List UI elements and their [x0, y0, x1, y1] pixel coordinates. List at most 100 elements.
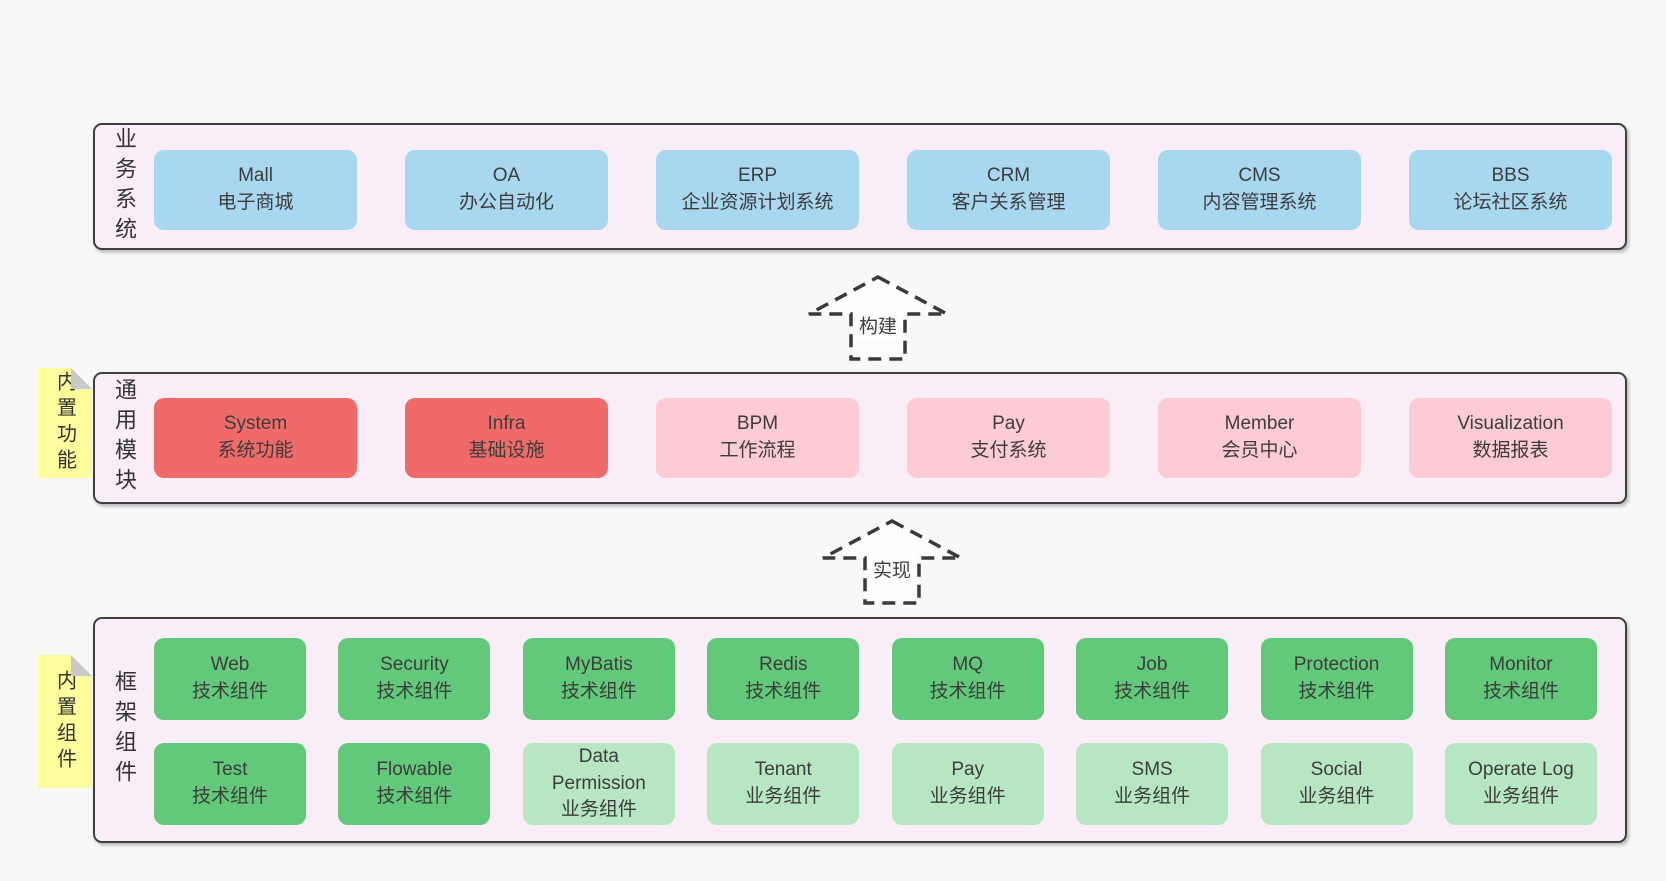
- box-name: Member: [1224, 413, 1295, 435]
- box-name: BBS: [1491, 165, 1530, 187]
- box-desc: 客户关系管理: [951, 192, 1066, 213]
- box-cms: CMS 内容管理系统: [1158, 150, 1361, 230]
- box-name: Social: [1310, 759, 1363, 781]
- box-desc: 技术组件: [1482, 681, 1559, 702]
- box-name: Visualization: [1457, 413, 1564, 435]
- box-desc: 技术组件: [560, 681, 637, 702]
- box-name: Protection: [1293, 654, 1380, 676]
- box-desc: 系统功能: [217, 440, 294, 461]
- box-desc: 业务组件: [745, 786, 822, 807]
- box-desc: 技术组件: [929, 681, 1006, 702]
- box-name: MyBatis: [565, 654, 633, 676]
- box-desc: 办公自动化: [458, 192, 554, 213]
- box-erp: ERP 企业资源计划系统: [656, 150, 859, 230]
- box-member: Member 会员中心: [1158, 398, 1361, 478]
- box-name: ERP: [737, 165, 778, 187]
- box-mq: MQ 技术组件: [891, 638, 1044, 720]
- box-mybatis: MyBatis 技术组件: [522, 638, 675, 720]
- layer-label-business-systems: 业务系统: [112, 126, 137, 247]
- box-name: Test: [212, 759, 248, 781]
- arrow-implement: 实现: [820, 518, 964, 606]
- box-web: Web 技术组件: [154, 638, 306, 720]
- box-pay-module: Pay 支付系统: [907, 398, 1110, 478]
- box-operate-log: Operate Log 业务组件: [1444, 743, 1597, 825]
- box-desc: 会员中心: [1221, 440, 1298, 461]
- sticky-note-built-in-features: 内置功能: [38, 368, 92, 478]
- box-infra: Infra 基础设施: [405, 398, 608, 478]
- business-box-row: Mall 电子商城 OA 办公自动化 ERP 企业资源计划系统 CRM 客户关系…: [154, 150, 1612, 230]
- box-desc: 技术组件: [1298, 681, 1375, 702]
- box-oa: OA 办公自动化: [405, 150, 608, 230]
- box-pay-component: Pay 业务组件: [891, 743, 1044, 825]
- modules-box-row: System 系统功能 Infra 基础设施 BPM 工作流程 Pay 支付系统…: [154, 398, 1612, 478]
- box-name: System: [223, 413, 288, 435]
- box-desc: 业务组件: [929, 786, 1006, 807]
- box-system: System 系统功能: [154, 398, 357, 478]
- box-crm: CRM 客户关系管理: [907, 150, 1110, 230]
- box-desc: 业务组件: [1482, 786, 1559, 807]
- box-desc: 技术组件: [191, 681, 268, 702]
- arrow-build: 构建: [806, 274, 950, 362]
- box-desc: 业务组件: [1114, 786, 1191, 807]
- framework-box-row-2: Test 技术组件 Flowable 技术组件 Data Permission …: [154, 743, 1597, 825]
- box-desc: 业务组件: [1298, 786, 1375, 807]
- box-name: Mall: [238, 165, 273, 187]
- box-redis: Redis 技术组件: [707, 638, 860, 720]
- box-desc: 技术组件: [191, 786, 268, 807]
- sticky-note-label: 内置功能: [53, 371, 76, 475]
- box-monitor: Monitor 技术组件: [1444, 638, 1597, 720]
- box-name: Tenant: [754, 759, 812, 781]
- box-protection: Protection 技术组件: [1260, 638, 1413, 720]
- box-tenant: Tenant 业务组件: [707, 743, 860, 825]
- box-job: Job 技术组件: [1076, 638, 1229, 720]
- box-name: Infra: [487, 413, 526, 435]
- box-visualization: Visualization 数据报表: [1409, 398, 1612, 478]
- box-sms: SMS 业务组件: [1076, 743, 1229, 825]
- box-desc: 技术组件: [376, 786, 453, 807]
- box-desc: 技术组件: [1114, 681, 1191, 702]
- box-name: CMS: [1238, 165, 1281, 187]
- box-desc: 论坛社区系统: [1453, 192, 1568, 213]
- box-test: Test 技术组件: [154, 743, 306, 825]
- box-bbs: BBS 论坛社区系统: [1409, 150, 1612, 230]
- box-name: Monitor: [1489, 654, 1553, 676]
- framework-box-row-1: Web 技术组件 Security 技术组件 MyBatis 技术组件 Redi…: [154, 638, 1597, 720]
- box-name: Redis: [758, 654, 808, 676]
- layer-label-common-modules: 通用模块: [112, 378, 137, 498]
- box-name: Web: [210, 654, 250, 676]
- box-desc: 电子商城: [217, 192, 294, 213]
- box-flowable: Flowable 技术组件: [338, 743, 491, 825]
- arrow-implement-label: 实现: [868, 554, 916, 584]
- box-name: Security: [380, 654, 449, 676]
- sticky-note-label: 内置组件: [53, 669, 76, 774]
- box-name: Pay: [992, 413, 1025, 435]
- box-name: Flowable: [376, 759, 453, 781]
- box-name: SMS: [1131, 759, 1173, 781]
- arrow-build-label: 构建: [854, 310, 902, 340]
- box-desc: 技术组件: [376, 681, 453, 702]
- box-desc: 基础设施: [468, 440, 545, 461]
- box-social: Social 业务组件: [1260, 743, 1413, 825]
- box-desc: 工作流程: [719, 440, 796, 461]
- box-mall: Mall 电子商城: [154, 150, 357, 230]
- box-name: BPM: [736, 413, 779, 435]
- box-desc: 数据报表: [1472, 440, 1549, 461]
- layer-business-systems: 业务系统 Mall 电子商城 OA 办公自动化 ERP 企业资源计划系统 CRM…: [93, 123, 1627, 250]
- box-name: CRM: [986, 165, 1031, 187]
- box-name: Job: [1136, 654, 1168, 676]
- box-name: Operate Log: [1468, 759, 1574, 781]
- box-desc: 技术组件: [745, 681, 822, 702]
- box-desc: 企业资源计划系统: [681, 192, 834, 213]
- box-name: OA: [492, 165, 521, 187]
- box-desc: 内容管理系统: [1202, 192, 1317, 213]
- box-bpm: BPM 工作流程: [656, 398, 859, 478]
- layer-common-modules: 通用模块 System 系统功能 Infra 基础设施 BPM 工作流程 Pay…: [93, 372, 1627, 504]
- box-desc: 支付系统: [970, 440, 1047, 461]
- box-name: Pay: [951, 759, 985, 781]
- box-name: Data Permission: [551, 746, 646, 794]
- box-desc: 业务组件: [560, 799, 637, 821]
- box-security: Security 技术组件: [338, 638, 491, 720]
- box-data-permission: Data Permission 业务组件: [522, 743, 675, 825]
- layer-label-framework-components: 框架组件: [112, 670, 137, 790]
